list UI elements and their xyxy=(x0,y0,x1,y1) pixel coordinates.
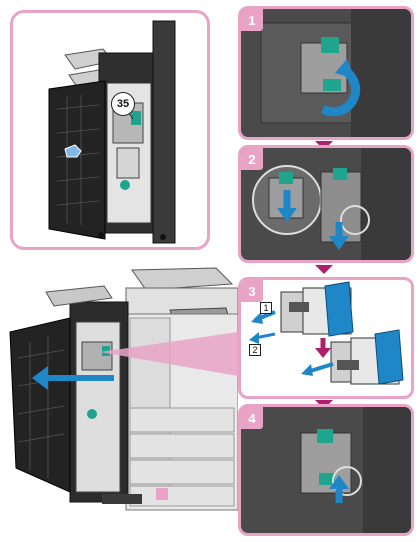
step-3-number: 3 xyxy=(241,280,263,302)
step-3-sub-label-1: 1 xyxy=(260,302,272,314)
step-3-panel: 3 1 2 xyxy=(238,277,414,399)
copier-overview-illustration xyxy=(9,267,238,511)
step-4-panel: 4 xyxy=(238,404,414,536)
step-4-number: 4 xyxy=(241,407,263,429)
step-2-illustration xyxy=(241,148,411,260)
finisher-detail-illustration xyxy=(48,20,176,244)
callout-number-35: 35 xyxy=(111,92,135,116)
step-4-illustration xyxy=(241,407,411,533)
finisher-detail-frame: 35 xyxy=(10,10,210,250)
step-2-to-3-arrow xyxy=(315,265,333,274)
step-3-illustration xyxy=(249,281,404,385)
step-2-number: 2 xyxy=(241,148,263,170)
step-1-number: 1 xyxy=(241,9,263,31)
zoom-connector xyxy=(100,332,238,376)
step-3-sub-label-2: 2 xyxy=(249,344,261,356)
step-2-panel: 2 xyxy=(238,145,414,263)
step-1-illustration xyxy=(241,9,411,137)
step-1-panel: 1 xyxy=(238,6,414,140)
